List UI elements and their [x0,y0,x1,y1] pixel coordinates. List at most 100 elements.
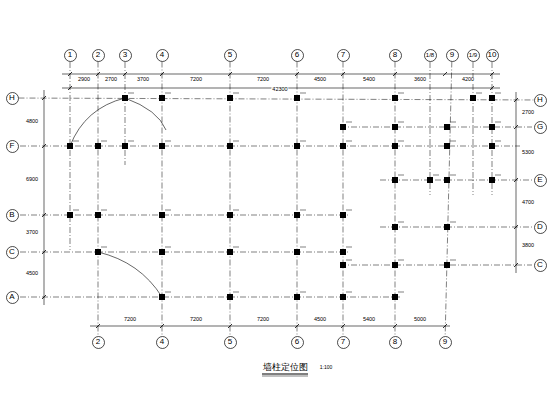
dimension: 2700 [521,110,535,116]
grid-line [42,250,46,254]
column [444,143,450,149]
grid-line [42,295,46,299]
axis-bubble: B [6,209,19,222]
column-tag-line [495,93,501,94]
column-tag-line [450,222,456,223]
axis-bubble: G [534,121,547,134]
column-tag-line [165,141,171,142]
column-tag-line [300,292,306,293]
column-tag-line [165,93,171,94]
grid-line [42,144,46,148]
axis-bubble: F [6,140,19,153]
axis-number: 8 [393,338,397,346]
axis-number: 6 [295,51,299,59]
grid-line [443,324,447,328]
column-tag-line [233,93,239,94]
column-tag-line [450,260,456,261]
dimension: 4800 [25,119,39,125]
axis-bubble: 1/9 [467,49,480,62]
grid-line [514,225,518,229]
column-tag-line [165,210,171,211]
axis-bubble: A [6,291,19,304]
column [444,124,450,130]
grid-line [380,180,532,181]
column-tag-line [233,292,239,293]
column-tag-line [495,141,501,142]
column [470,95,476,101]
grid-line [490,86,494,90]
column-tag-line [101,141,107,142]
axis-line [343,62,344,336]
axis-bubble: 6 [291,336,304,349]
column-tag-line [346,260,352,261]
axis-number: 8 [393,51,397,59]
column-tag-line [398,292,404,293]
axis-bubble: 7 [337,49,350,62]
axis-number: 7 [341,338,345,346]
axis-bubble: C [534,259,547,272]
column-tag-line [165,247,171,248]
column-tag-line [398,122,404,123]
grid-line [70,62,71,250]
axis-line [162,62,163,336]
grid-line [42,213,46,217]
axis-number: 1/9 [469,52,477,58]
axis-line [395,62,396,336]
axis-number: H [537,96,543,104]
axis-number: 1/8 [426,52,434,58]
axis-bubble: 8 [389,336,402,349]
grid-line [68,86,72,90]
dimension: 5400 [362,77,376,83]
grid-line [62,74,500,75]
dimension: 2900 [77,77,91,83]
axis-bubble: 10 [486,49,499,62]
axis-line [297,62,298,336]
column-tag-line [450,141,456,142]
column-tag-line [128,141,134,142]
column-tag-line [433,175,439,176]
axis-number: F [10,142,15,150]
dimension: 4500 [25,271,39,277]
dimension: 7200 [256,77,270,83]
axis-number: 1 [68,51,72,59]
column [67,212,73,218]
column [489,143,495,149]
column-tag-line [346,210,352,211]
column-tag-line [233,247,239,248]
axis-line [98,62,99,336]
axis-number: B [9,211,14,219]
column-tag-line [346,292,352,293]
axis-bubble: 7 [337,336,350,349]
column-tag-line [398,141,404,142]
axis-line [19,98,534,100]
column-tag-line [300,93,306,94]
axis-number: 9 [450,51,454,59]
axis-bubble: 8 [389,49,402,62]
column [489,177,495,183]
axis-bubble: 1/8 [424,49,437,62]
axis-bubble: 4 [156,336,169,349]
column-tag-line [398,93,404,94]
axis-number: G [537,123,543,131]
grid-line [340,265,532,266]
grid-line [340,127,532,128]
grid-line [490,72,494,76]
axis-bubble: E [534,174,547,187]
axis-bubble: 6 [291,49,304,62]
wall-arc [70,98,125,146]
column-tag-line [476,93,482,94]
dimension: 3800 [521,243,535,249]
axis-number: 7 [341,51,345,59]
axis-number: 10 [488,51,497,59]
dimension: 7200 [123,317,137,323]
column-tag-line [495,175,501,176]
dimension: 6900 [25,177,39,183]
axis-number: C [9,248,15,256]
dimension: 5400 [362,317,376,323]
dimension: 7200 [189,77,203,83]
axis-number: 5 [228,51,232,59]
axis-line [445,61,452,335]
grid-line [514,263,518,267]
axis-number: 4 [160,338,164,346]
